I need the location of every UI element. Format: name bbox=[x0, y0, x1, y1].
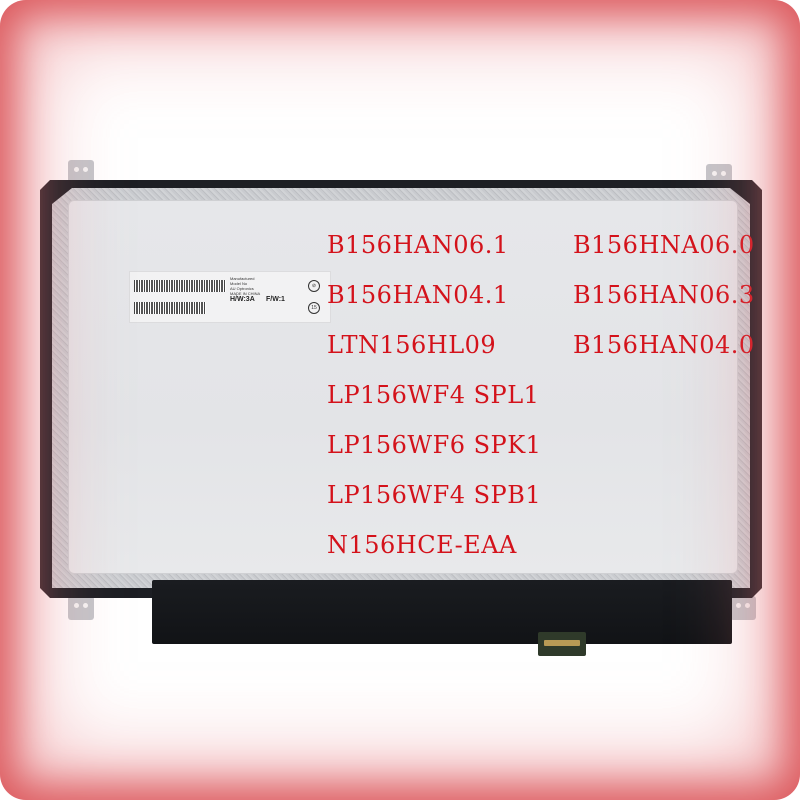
certification-icon: ⊘ bbox=[308, 280, 320, 292]
hw-version: H/W:3A bbox=[230, 296, 255, 303]
fw-version: F/W:1 bbox=[266, 296, 285, 303]
certification-icon: 15 bbox=[308, 302, 320, 314]
model-item: LTN156HL09 bbox=[327, 331, 497, 359]
model-item: B156HAN06.3 bbox=[573, 281, 755, 309]
model-item: B156HAN06.1 bbox=[327, 231, 509, 259]
model-item: B156HAN04.1 bbox=[327, 281, 509, 309]
model-item: B156HAN04.0 bbox=[573, 331, 755, 359]
edp-connector bbox=[538, 632, 586, 656]
mounting-tab-bottom-right bbox=[730, 596, 756, 620]
flex-cable-cover bbox=[152, 580, 732, 644]
barcode-bottom bbox=[134, 302, 206, 314]
model-item: B156HNA06.0 bbox=[573, 231, 755, 259]
mounting-tab-bottom-left bbox=[68, 596, 94, 620]
model-item: LP156WF4 SPL1 bbox=[327, 381, 540, 409]
barcode-top bbox=[134, 280, 226, 292]
model-item: LP156WF6 SPK1 bbox=[327, 431, 542, 459]
model-item: N156HCE-EAA bbox=[327, 531, 517, 559]
model-item: LP156WF4 SPB1 bbox=[327, 481, 542, 509]
